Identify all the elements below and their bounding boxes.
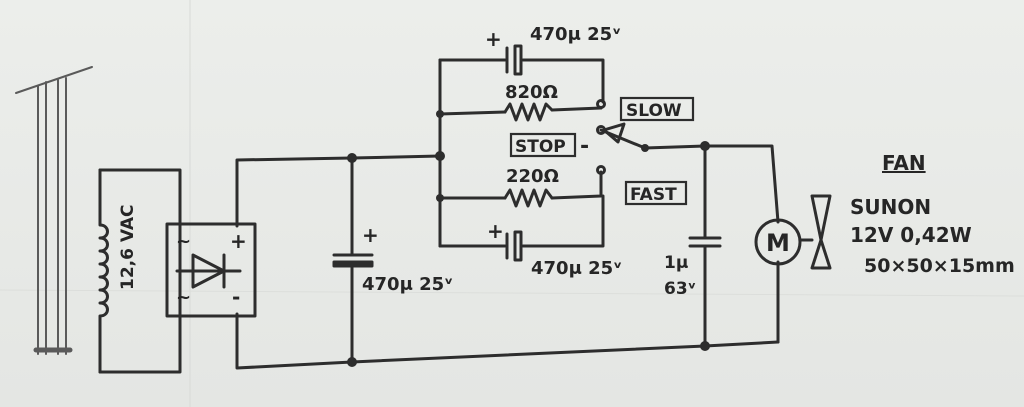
stop-label-box bbox=[509, 132, 577, 158]
bottom-capacitor-plus: + bbox=[487, 219, 504, 243]
switch-stop-label: STOP bbox=[515, 137, 566, 157]
bridge-plus: + bbox=[230, 229, 247, 253]
fan-size: 50×50×15mm bbox=[864, 255, 1015, 277]
resistor-lower bbox=[503, 188, 554, 208]
bridge-ac-top: ~ bbox=[176, 231, 191, 252]
junction-dots bbox=[347, 110, 710, 367]
small-capacitor-value: 1μ bbox=[664, 253, 688, 273]
selector-switch bbox=[596, 99, 647, 175]
bridge-ac-bottom: ~ bbox=[176, 287, 191, 308]
top-capacitor bbox=[505, 44, 523, 76]
main-capacitor-plus: + bbox=[362, 223, 379, 247]
top-capacitor-label: 470μ 25ᵛ bbox=[530, 24, 621, 45]
small-capacitor bbox=[688, 236, 722, 248]
small-capacitor-voltage: 63ᵛ bbox=[664, 279, 696, 299]
resistor-upper bbox=[503, 102, 554, 122]
switch-stop-mark: - bbox=[580, 134, 589, 159]
switch-fast-label: FAST bbox=[630, 185, 677, 205]
resistor-upper-label: 820Ω bbox=[505, 82, 558, 103]
top-capacitor-plus: + bbox=[485, 27, 502, 51]
fan-brand: SUNON bbox=[850, 195, 931, 219]
switch-slow-label: SLOW bbox=[626, 101, 682, 121]
bridge-minus: - bbox=[232, 285, 240, 309]
fan-rating: 12V 0,42W bbox=[850, 223, 972, 247]
fan-motor bbox=[754, 194, 832, 270]
transformer-voltage-label: 12,6 VAC bbox=[118, 205, 138, 291]
pencil-lines bbox=[15, 66, 93, 355]
motor-symbol: M bbox=[766, 229, 790, 257]
main-capacitor bbox=[332, 253, 374, 268]
slow-label-box bbox=[619, 96, 695, 122]
fan-title: FAN bbox=[882, 151, 926, 175]
main-capacitor-label: 470μ 25ᵛ bbox=[362, 274, 453, 295]
bottom-capacitor-label: 470μ 25ᵛ bbox=[531, 258, 622, 279]
fast-label-box bbox=[624, 180, 688, 206]
bottom-capacitor bbox=[505, 230, 523, 262]
resistor-lower-label: 220Ω bbox=[506, 166, 559, 187]
bridge-rectifier bbox=[165, 222, 257, 318]
